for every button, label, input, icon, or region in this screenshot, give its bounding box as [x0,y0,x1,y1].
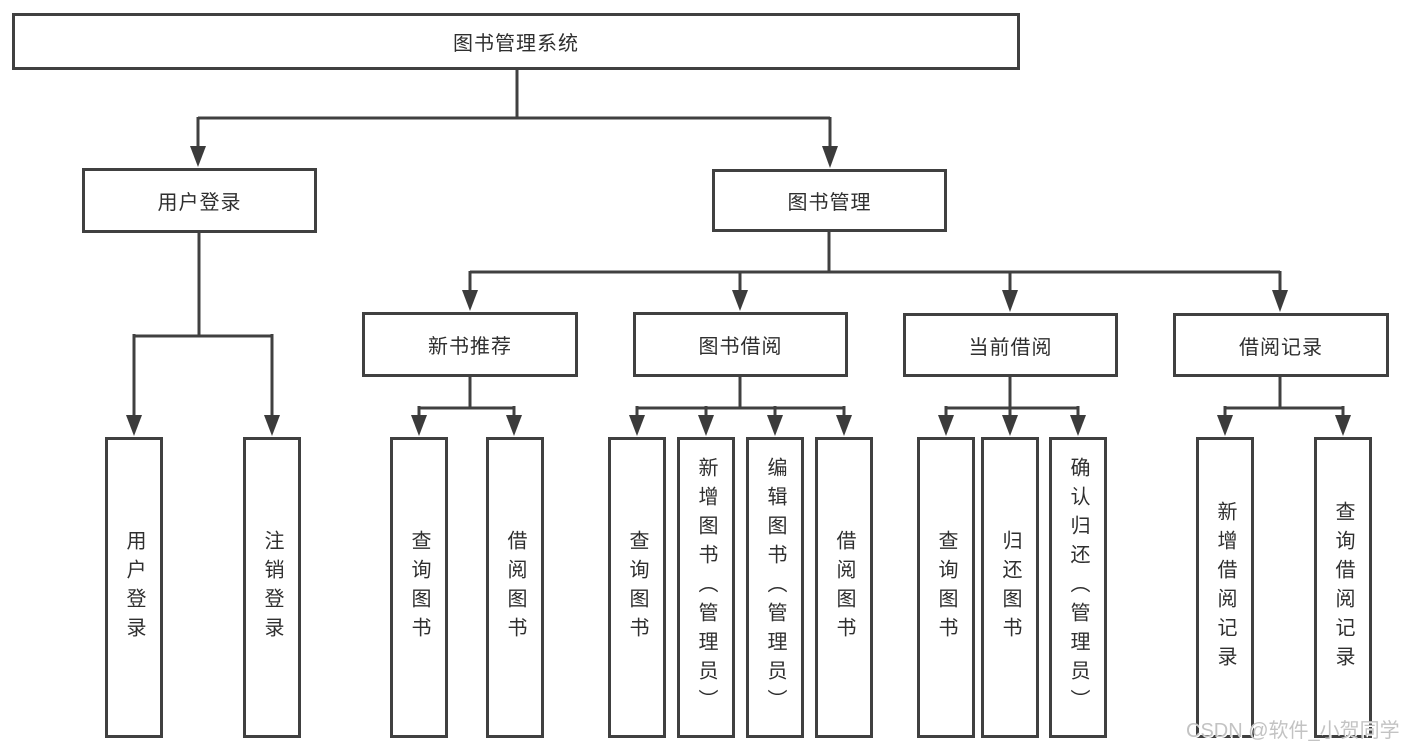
node-leaf-user-login: 用户登录 [105,437,163,738]
connector-root-to-level2 [190,70,838,168]
node-leaf-query-borrow-record-label: 查询借阅记录 [1332,500,1354,675]
node-leaf-edit-books-admin-label: 编辑图书（管理员） [764,457,786,718]
node-borrowing-records: 借阅记录 [1173,313,1389,377]
node-root-system: 图书管理系统 [12,13,1020,70]
node-leaf-recommend-borrow-books-label: 借阅图书 [504,529,526,646]
node-book-management-label: 图书管理 [787,192,872,214]
node-leaf-borrowing-query-books: 查询图书 [608,437,666,738]
node-leaf-recommend-query-books: 查询图书 [390,437,448,738]
node-leaf-user-login-label: 用户登录 [123,529,145,646]
node-leaf-add-borrow-record: 新增借阅记录 [1196,437,1254,738]
node-leaf-logout-label: 注销登录 [261,529,283,646]
node-leaf-query-borrow-record: 查询借阅记录 [1314,437,1372,738]
connector-book-mgmt-children [462,232,1288,312]
node-current-borrowing-label: 当前借阅 [968,336,1053,359]
node-root-label: 图书管理系统 [453,33,579,55]
node-leaf-current-query-books: 查询图书 [917,437,975,738]
node-new-book-recommend: 新书推荐 [362,312,578,377]
connector-book-borrow-children [629,377,852,436]
connector-current-borrow-children [938,377,1086,436]
connector-new-book-rec-children [411,377,522,436]
node-book-management: 图书管理 [712,169,947,232]
node-leaf-edit-books-admin: 编辑图书（管理员） [746,437,804,738]
node-user-login: 用户登录 [82,168,317,233]
node-leaf-confirm-return-admin: 确认归还（管理员） [1049,437,1107,738]
node-leaf-add-books-admin: 新增图书（管理员） [677,437,735,738]
node-leaf-return-books: 归还图书 [981,437,1039,738]
node-leaf-return-books-label: 归还图书 [999,529,1021,646]
node-borrowing-records-label: 借阅记录 [1239,336,1323,359]
node-book-borrowing-label: 图书借阅 [698,336,783,358]
node-leaf-add-books-admin-label: 新增图书（管理员） [695,457,717,718]
connector-borrow-records-children [1217,377,1351,436]
node-book-borrowing: 图书借阅 [633,312,848,377]
node-leaf-borrowing-query-books-label: 查询图书 [626,529,648,646]
node-leaf-recommend-borrow-books: 借阅图书 [486,437,544,738]
node-current-borrowing: 当前借阅 [903,313,1118,377]
node-new-book-recommend-label: 新书推荐 [428,336,512,358]
node-leaf-add-borrow-record-label: 新增借阅记录 [1214,500,1236,675]
connector-user-login-children [126,233,280,436]
node-user-login-label: 用户登录 [157,192,242,214]
csdn-watermark: CSDN @软件_小贺同学 [1186,720,1400,742]
node-leaf-logout: 注销登录 [243,437,301,738]
node-leaf-borrow-books: 借阅图书 [815,437,873,738]
node-leaf-borrow-books-label: 借阅图书 [833,529,855,646]
node-leaf-recommend-query-books-label: 查询图书 [408,529,430,646]
node-leaf-current-query-books-label: 查询图书 [935,529,957,646]
node-leaf-confirm-return-admin-label: 确认归还（管理员） [1067,457,1089,718]
